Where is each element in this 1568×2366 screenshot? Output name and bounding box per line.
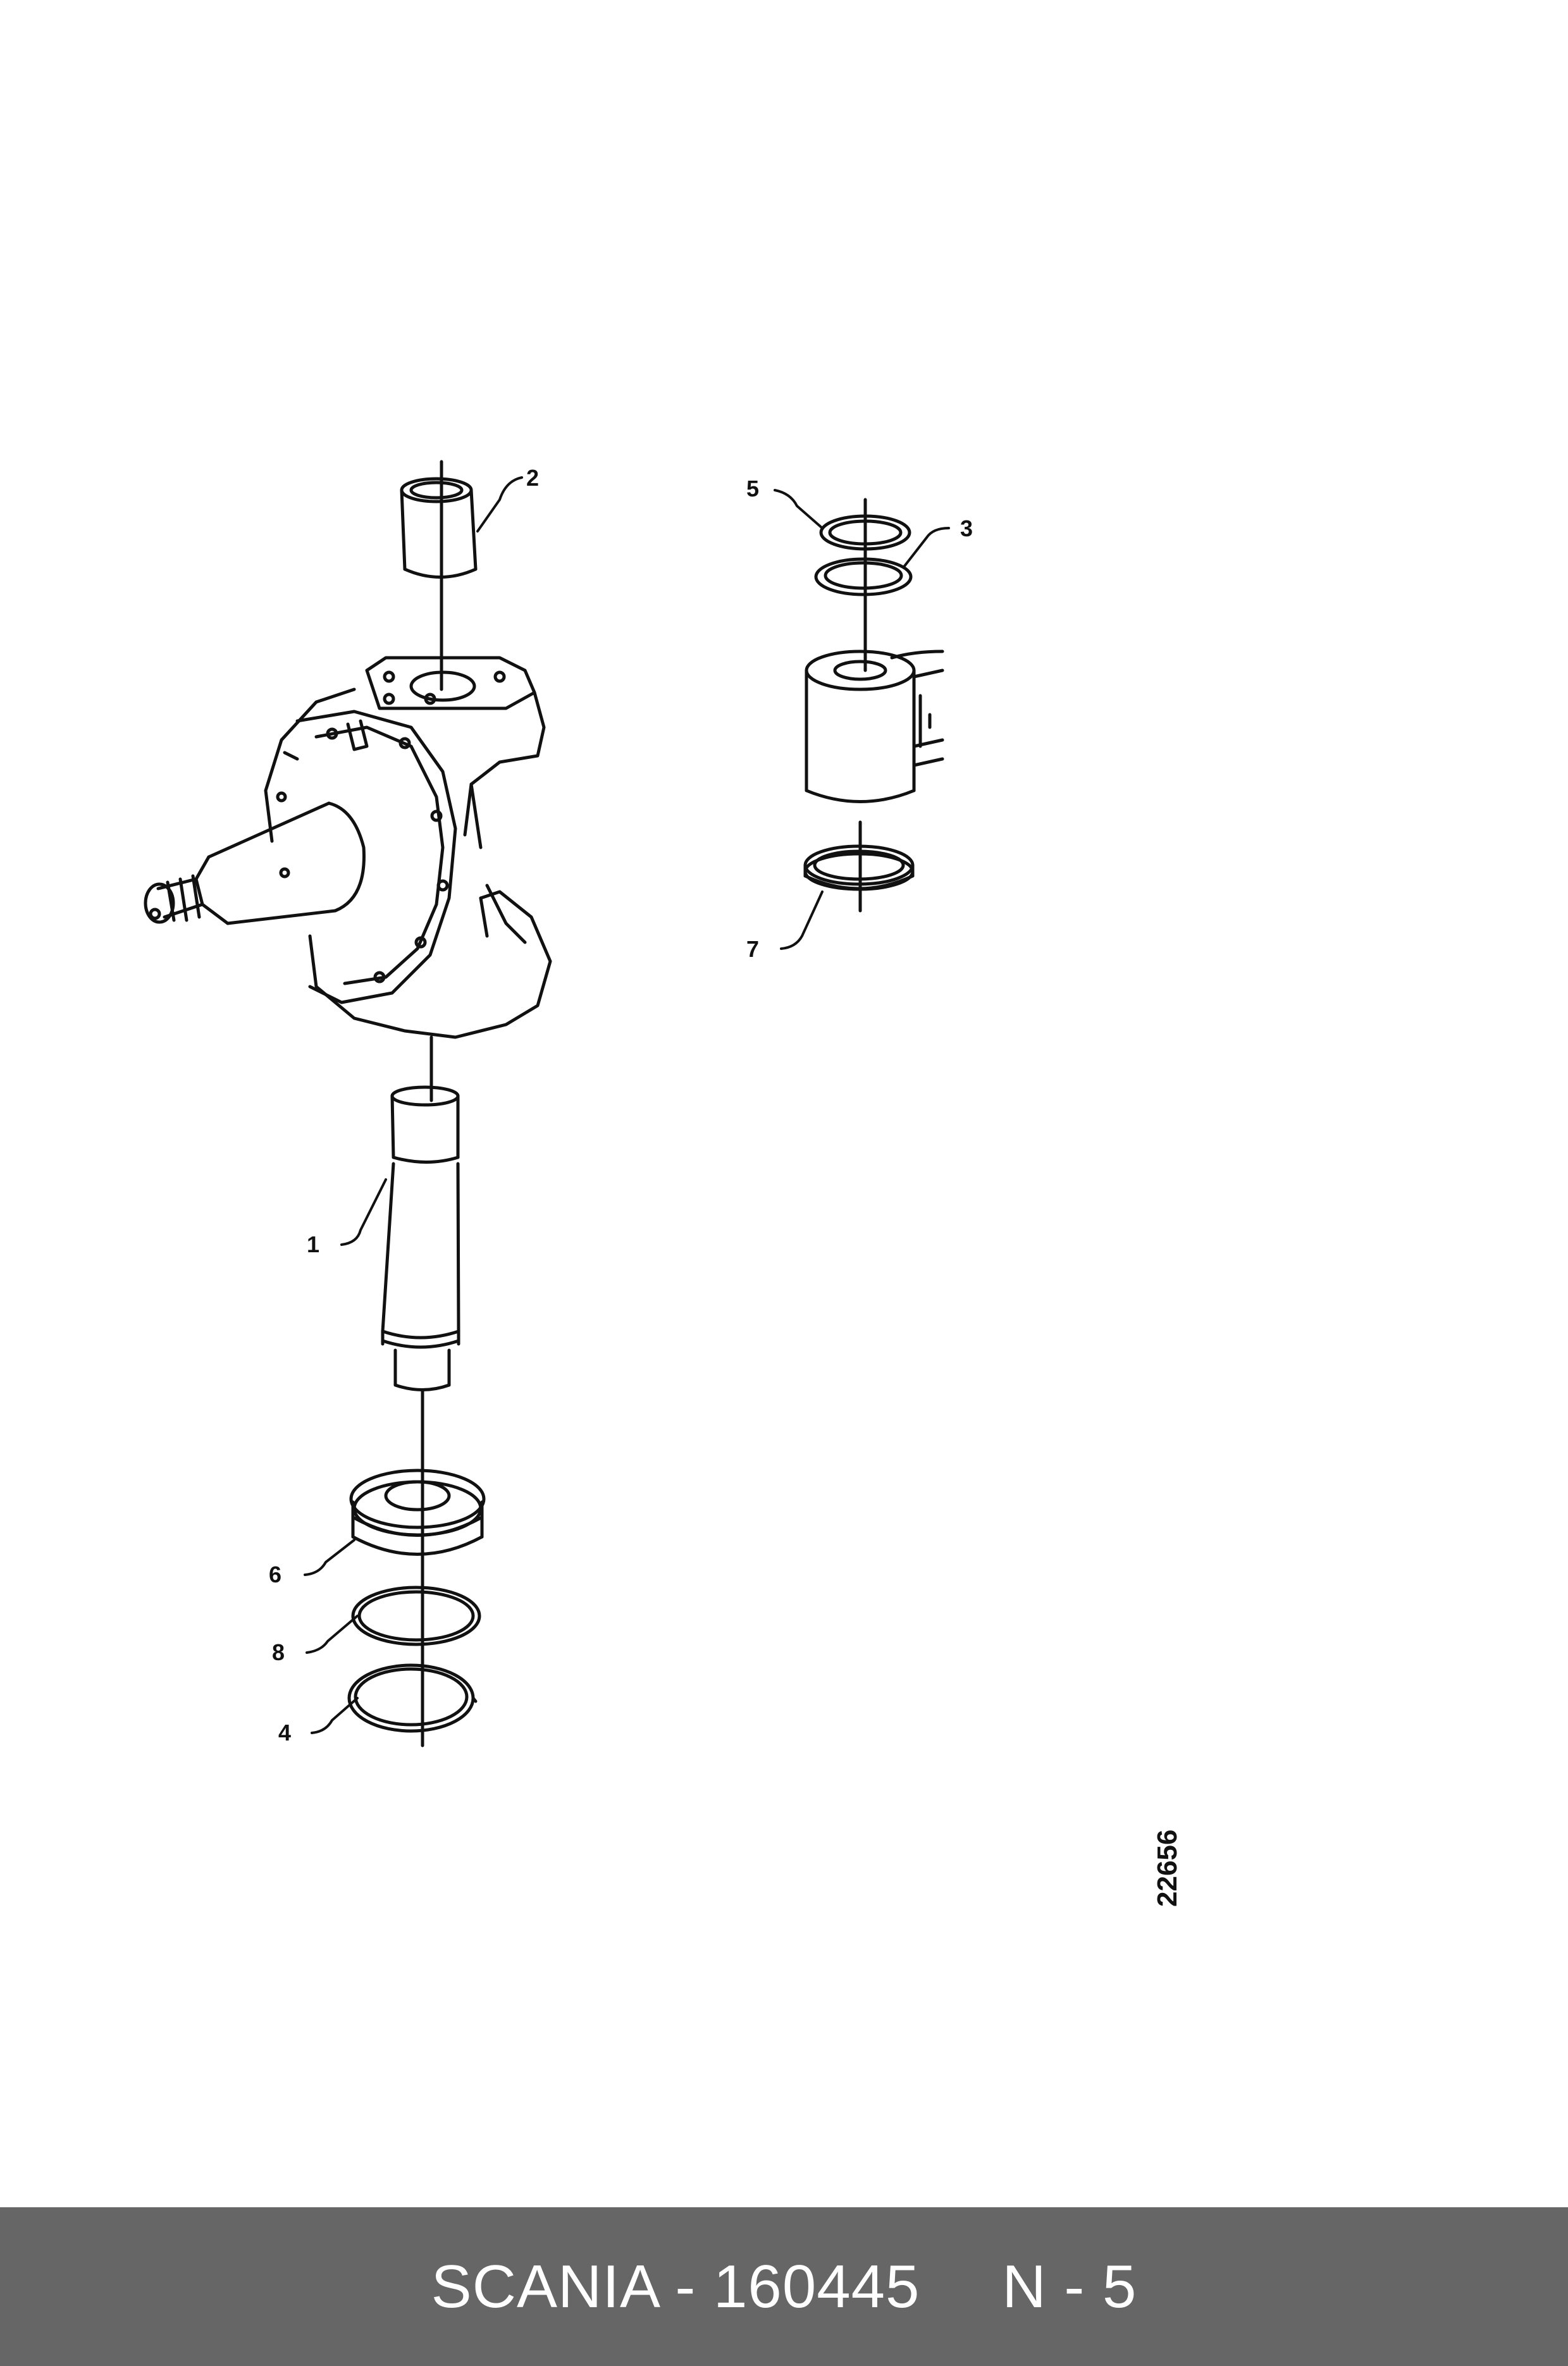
part-6-thrust-bearing — [349, 1469, 486, 1556]
leader-lines — [304, 476, 950, 1734]
callout-7: 7 — [746, 936, 759, 962]
axle-beam-eye — [805, 650, 944, 803]
part-8-shim — [351, 1586, 481, 1646]
callout-8: 8 — [272, 1639, 285, 1665]
brand-part-number: SCANIA - 160445 — [431, 2252, 920, 2320]
exploded-parts-diagram: 1 2 3 4 5 6 7 8 22656 — [144, 460, 1183, 1907]
part-4-seal — [347, 1663, 478, 1733]
part-7-seal — [803, 844, 915, 891]
callout-1: 1 — [307, 1231, 319, 1257]
footer-text: SCANIA - 160445 N - 5 — [431, 2252, 1137, 2322]
part-2-bushing — [400, 477, 478, 579]
callout-3: 3 — [960, 515, 973, 541]
callout-6: 6 — [269, 1562, 281, 1587]
footer-bar: SCANIA - 160445 N - 5 — [0, 2207, 1568, 2366]
steering-knuckle — [144, 656, 552, 1039]
callout-5: 5 — [746, 476, 759, 502]
callout-4: 4 — [278, 1720, 291, 1746]
part-3-washer — [814, 557, 913, 596]
part-1-kingpin — [381, 1085, 460, 1391]
drawing-number: 22656 — [1152, 1830, 1183, 1907]
right-axis-lines — [858, 498, 867, 913]
callout-2: 2 — [526, 465, 539, 491]
part-5-washer — [819, 514, 911, 551]
page-index: N - 5 — [1002, 2252, 1137, 2320]
